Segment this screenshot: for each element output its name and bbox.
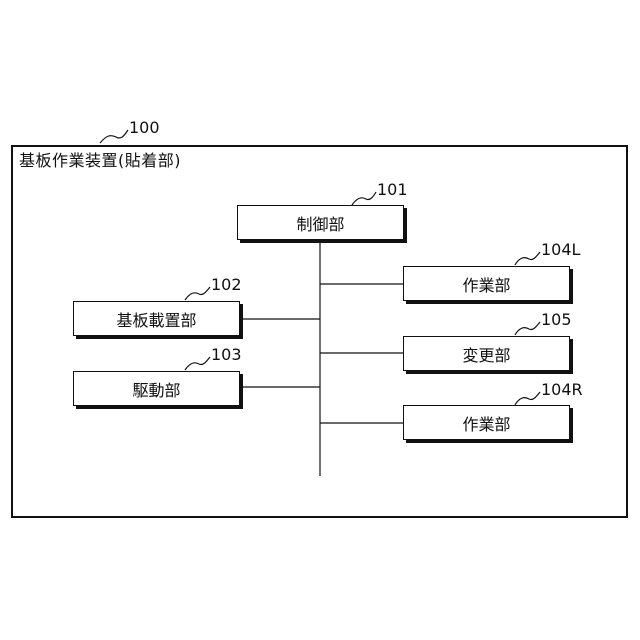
work-unit-right-box: 作業部 (403, 405, 570, 440)
work-left-ref-numeral: 104L (541, 241, 580, 259)
outer-frame-title: 基板作業装置(貼着部) (19, 151, 181, 171)
drive-unit-label: 駆動部 (132, 377, 180, 401)
control-unit-box: 制御部 (237, 205, 404, 240)
drive-ref-numeral: 103 (211, 346, 242, 364)
board-place-ref-numeral: 102 (211, 276, 242, 294)
change-ref-numeral: 105 (541, 311, 572, 329)
work-unit-right-label: 作業部 (462, 411, 510, 435)
control-ref-numeral: 101 (377, 181, 408, 199)
control-unit-label: 制御部 (296, 211, 344, 235)
work-unit-left-label: 作業部 (462, 272, 510, 296)
board-placement-unit-box: 基板載置部 (73, 301, 240, 336)
change-unit-box: 変更部 (403, 336, 570, 371)
work-unit-left-box: 作業部 (403, 266, 570, 301)
work-right-ref-numeral: 104R (541, 381, 583, 399)
board-placement-unit-label: 基板載置部 (116, 307, 196, 331)
change-unit-label: 変更部 (462, 342, 510, 366)
leader-100 (100, 130, 128, 143)
outer-ref-numeral: 100 (129, 119, 160, 137)
drive-unit-box: 駆動部 (73, 371, 240, 406)
